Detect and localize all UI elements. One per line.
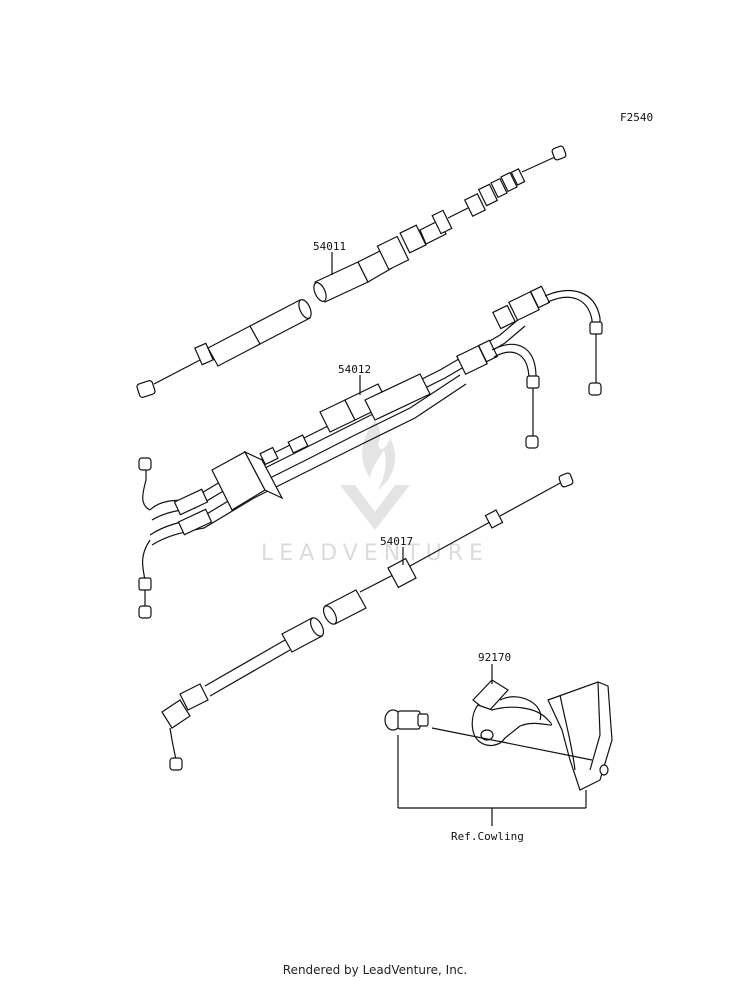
part-54012-cables	[138, 285, 603, 619]
leadventure-watermark: LEADVENTURE	[261, 420, 489, 566]
part-number-54017: 54017	[380, 535, 413, 548]
part-number-54012: 54012	[338, 363, 371, 376]
reference-leader	[397, 735, 587, 826]
v-logo-icon	[340, 485, 410, 530]
reference-label: Ref.Cowling	[451, 830, 524, 843]
part-54011-cable	[136, 145, 567, 398]
watermark-text: LEADVENTURE	[261, 541, 489, 566]
bolt	[384, 709, 429, 731]
footer-credit: Rendered by LeadVenture, Inc.	[282, 963, 468, 977]
part-92170-clamp	[471, 679, 553, 747]
figure-code: F2540	[620, 111, 653, 124]
part-54017-cable	[161, 472, 574, 771]
part-number-54011: 54011	[313, 240, 346, 253]
part-number-92170: 92170	[478, 651, 511, 664]
cowling-bracket	[547, 681, 613, 791]
flame-icon	[362, 420, 396, 490]
